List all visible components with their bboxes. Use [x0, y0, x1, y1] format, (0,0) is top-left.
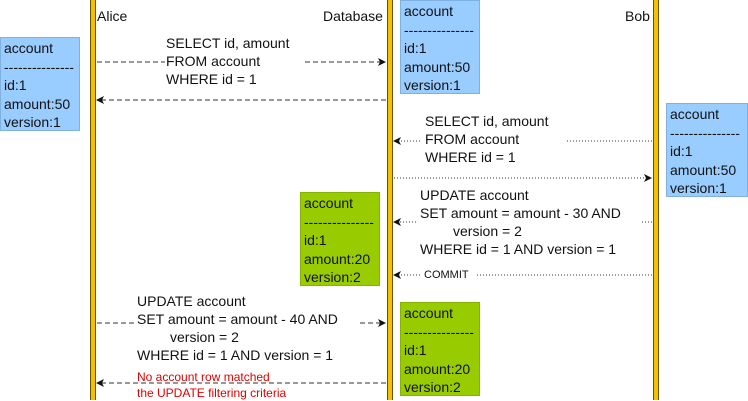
message-line: FROM account: [425, 131, 520, 147]
box-version: version:1: [670, 180, 727, 196]
box-amount: amount:50: [4, 95, 71, 112]
box-divider: ---------------: [304, 213, 374, 230]
message-line: SET amount = amount - 40 AND: [137, 311, 338, 327]
box-id: id:1: [304, 232, 327, 248]
box-id: id:1: [670, 143, 693, 159]
message-line: WHERE id = 1 AND version = 1: [137, 347, 334, 363]
box-version: version:1: [404, 77, 461, 93]
alice-select-message: SELECT id, amount FROM account WHERE id …: [166, 34, 289, 88]
message-line: SELECT id, amount: [425, 113, 549, 129]
box-id: id:1: [404, 342, 427, 358]
alice-initial-account-box: account --------------- id:1 amount:50 v…: [0, 37, 80, 131]
database-lifeline: [387, 0, 393, 400]
message-line: No account row matched: [137, 370, 270, 384]
message-line: SET amount = amount - 30 AND: [420, 205, 621, 221]
message-line: WHERE id = 1: [166, 71, 257, 87]
bob-initial-account-box: account --------------- id:1 amount:50 v…: [666, 103, 748, 197]
box-id: id:1: [4, 77, 27, 93]
box-divider: ---------------: [404, 21, 474, 38]
db-final-account-box: account --------------- id:1 amount:20 v…: [400, 302, 480, 396]
alice-lifeline: [90, 0, 96, 400]
box-title: account: [4, 40, 54, 56]
box-version: version:1: [4, 114, 61, 130]
alice-update-message: UPDATE account SET amount = amount - 40 …: [137, 292, 338, 364]
message-line: UPDATE account: [420, 187, 529, 203]
bob-update-message: UPDATE account SET amount = amount - 30 …: [420, 186, 621, 258]
box-divider: ---------------: [670, 124, 740, 141]
bob-commit-message: COMMIT: [424, 269, 469, 281]
bob-select-message: SELECT id, amount FROM account WHERE id …: [425, 112, 548, 166]
message-line: version = 2: [170, 329, 239, 345]
message-line: FROM account: [166, 53, 261, 69]
box-amount: amount:50: [404, 58, 471, 75]
box-title: account: [670, 106, 720, 122]
box-amount: amount:20: [404, 360, 471, 377]
participant-alice: Alice: [97, 8, 128, 24]
alice-update-result-message: No account row matched the UPDATE filter…: [137, 369, 286, 401]
box-divider: ---------------: [404, 323, 474, 340]
message-line: SELECT id, amount: [166, 35, 290, 51]
message-line: WHERE id = 1: [425, 149, 516, 165]
message-line: WHERE id = 1 AND version = 1: [420, 241, 617, 257]
bob-lifeline: [653, 0, 659, 400]
box-title: account: [404, 3, 454, 19]
box-divider: ---------------: [4, 58, 74, 75]
box-version: version:2: [304, 269, 361, 285]
bob-updated-account-box: account --------------- id:1 amount:20 v…: [300, 192, 380, 286]
message-line: the UPDATE filtering criteria: [137, 386, 287, 400]
box-amount: amount:50: [670, 161, 737, 178]
box-title: account: [304, 195, 354, 211]
message-line: UPDATE account: [137, 293, 246, 309]
message-line: version = 2: [453, 223, 522, 239]
participant-database: Database: [323, 8, 383, 24]
participant-bob: Bob: [625, 8, 650, 24]
box-amount: amount:20: [304, 250, 371, 267]
db-initial-account-box: account --------------- id:1 amount:50 v…: [400, 0, 480, 94]
box-id: id:1: [404, 40, 427, 56]
box-title: account: [404, 305, 454, 321]
box-version: version:2: [404, 379, 461, 395]
